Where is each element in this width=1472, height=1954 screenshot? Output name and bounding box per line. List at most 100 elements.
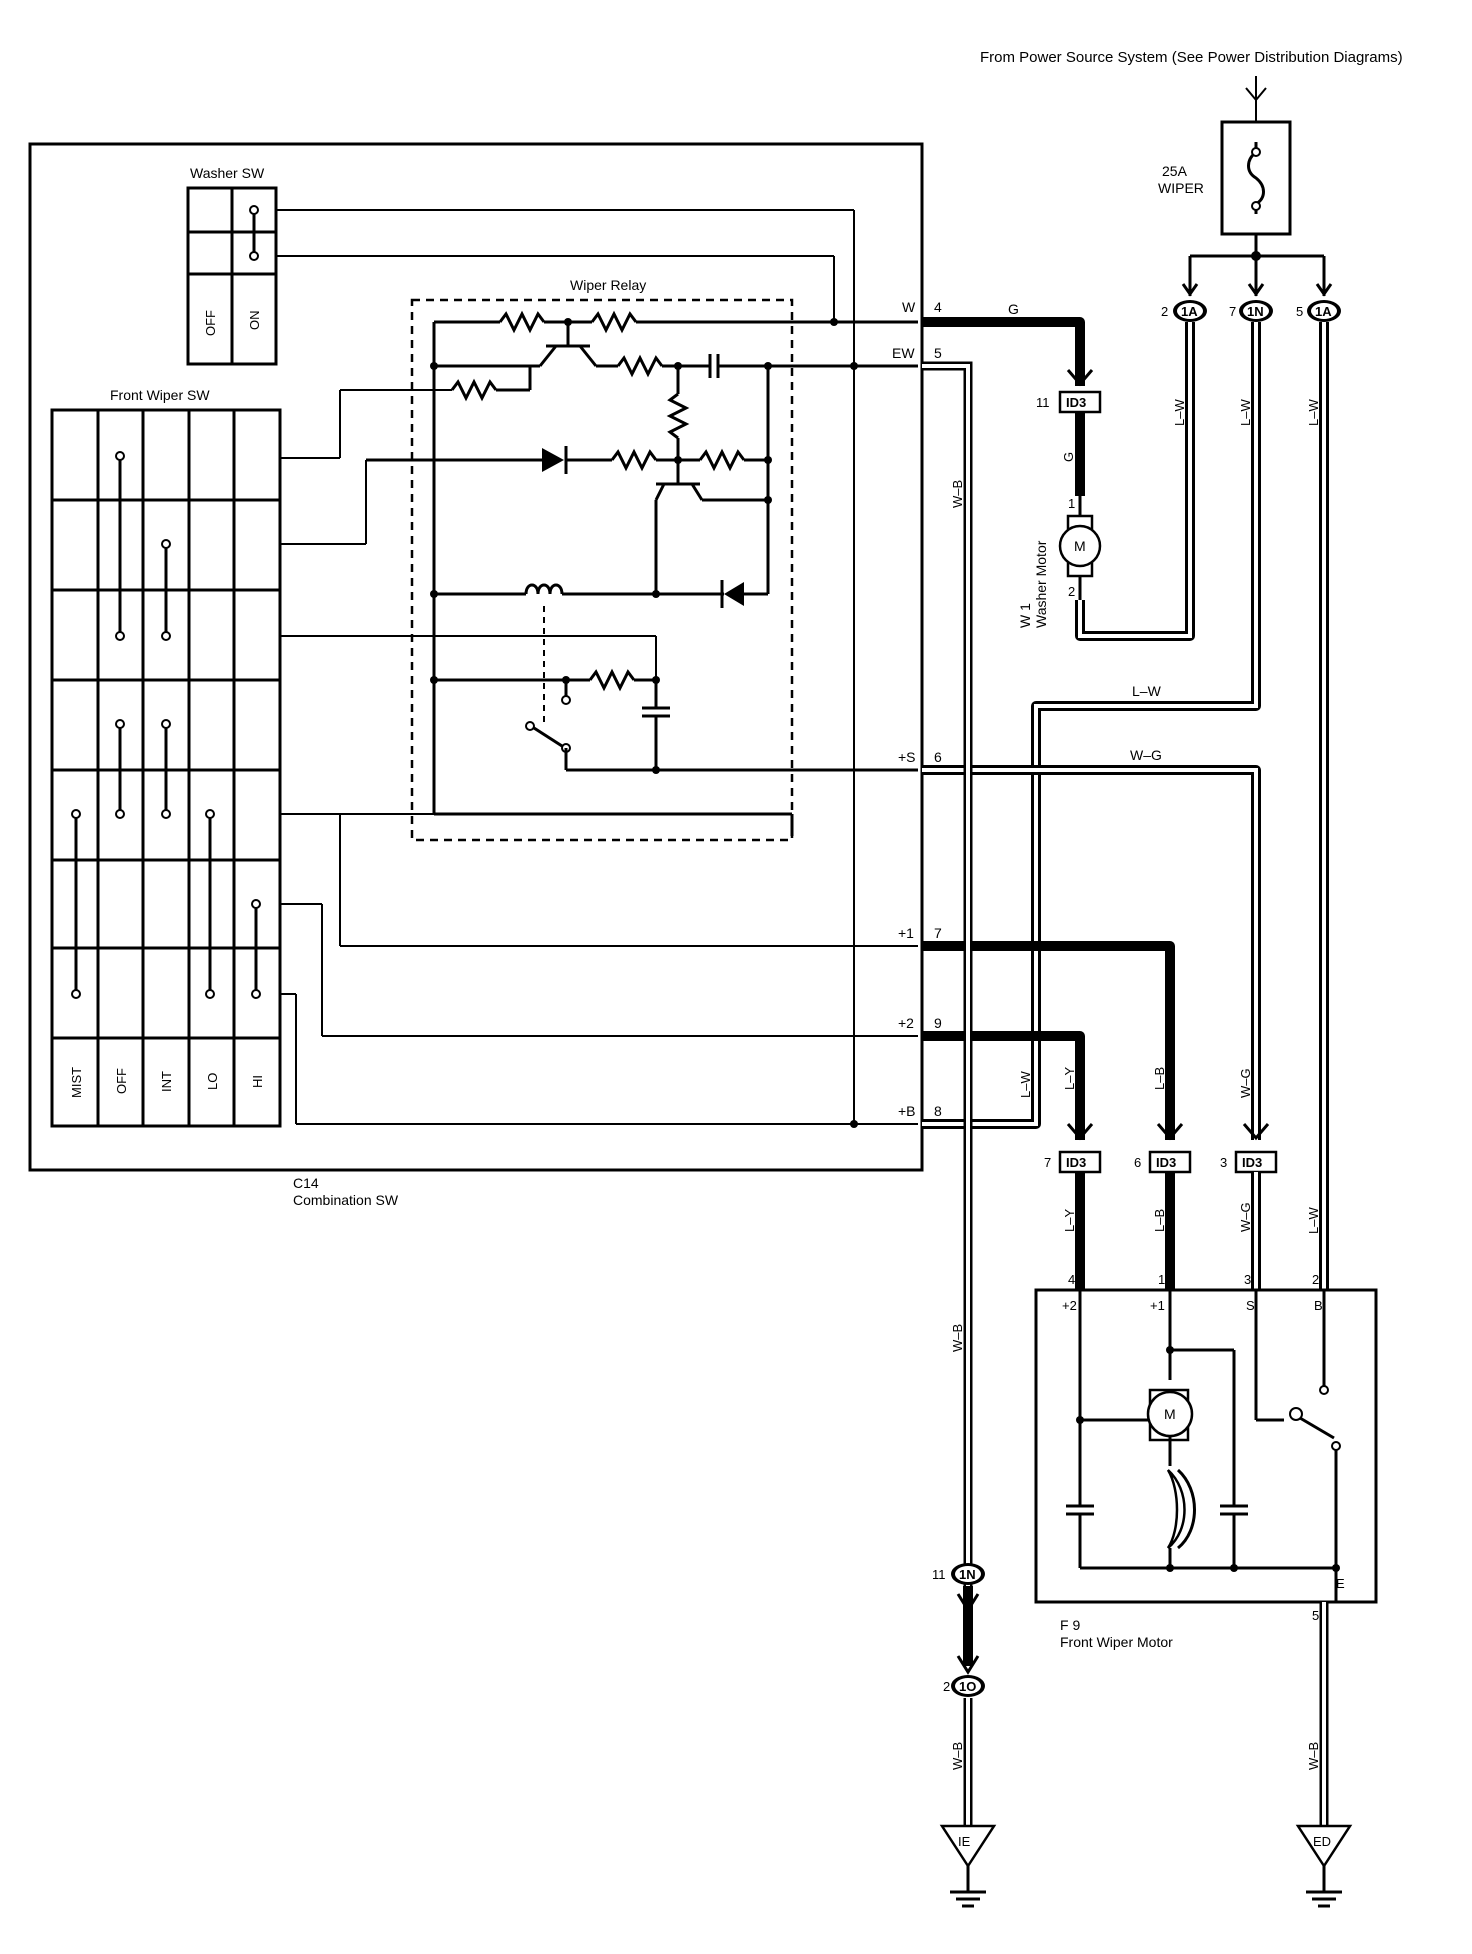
svg-text:11: 11	[1036, 395, 1050, 410]
terminal-B: +B 8	[898, 1103, 942, 1119]
wire-label-lw-3: L–W	[1132, 683, 1162, 699]
terminal-EW: EW 5	[892, 345, 942, 361]
svg-text:ED: ED	[1313, 1834, 1331, 1849]
svg-text:3: 3	[1244, 1272, 1251, 1287]
svg-text:8: 8	[934, 1103, 942, 1119]
svg-text:9: 9	[934, 1015, 942, 1031]
junction-connector-1N-bottom: 1N 11	[932, 1563, 985, 1585]
ground-IE: IE	[939, 1824, 997, 1908]
svg-text:7: 7	[934, 925, 942, 941]
junction-connector-1A-right: 1A 5	[1296, 300, 1341, 322]
front-wiper-sw-block: MIST OFF INT LO HI	[50, 408, 282, 1128]
fwm-terminal-1: +1	[1150, 1298, 1165, 1313]
terminal-1: +1 7	[898, 925, 942, 941]
svg-text:2: 2	[1312, 1272, 1319, 1287]
combination-switch-box	[28, 142, 924, 1172]
svg-text:ID3: ID3	[1066, 1155, 1086, 1170]
svg-text:1A: 1A	[1315, 304, 1332, 319]
terminal-2: +2 9	[898, 1015, 942, 1031]
combination-switch-code: C14	[293, 1175, 319, 1191]
svg-text:EW: EW	[892, 345, 915, 361]
wiper-relay-box	[410, 298, 794, 842]
svg-text:2: 2	[1068, 584, 1075, 599]
washer-motor-code: W 1	[1017, 603, 1033, 628]
wire-label-g-motor: G	[1061, 452, 1076, 462]
connector-id3-wg: ID3 3	[1220, 1150, 1278, 1174]
wiper-relay-title: Wiper Relay	[570, 277, 646, 293]
wire-label-lw-5: L–W	[1306, 399, 1321, 426]
washer-motor: 1 M 2	[1058, 496, 1102, 600]
front-wiper-motor-code: F 9	[1060, 1617, 1080, 1633]
wire-label-lb-1: L–B	[1152, 1067, 1167, 1090]
wiper-pos-mist: MIST	[69, 1067, 84, 1098]
junction-connector-1A-left: 1A 2	[1161, 300, 1207, 322]
svg-text:W: W	[902, 299, 916, 315]
junction-connector-1O: 1O 2	[943, 1675, 985, 1697]
svg-text:4: 4	[934, 299, 942, 315]
fwm-terminal-e: E	[1336, 1576, 1345, 1591]
fwm-terminal-s: S	[1246, 1298, 1255, 1313]
svg-text:1N: 1N	[959, 1567, 976, 1582]
wire-label-lb-2: L–B	[1152, 1209, 1167, 1232]
wire-label-lw-2: L–W	[1238, 399, 1253, 426]
wire-label-wb-4: W–B	[1306, 1742, 1321, 1770]
svg-text:+B: +B	[898, 1103, 916, 1119]
svg-text:5: 5	[1296, 304, 1303, 319]
washer-motor-icon: M	[1074, 538, 1086, 554]
svg-text:4: 4	[1068, 1272, 1075, 1287]
wire-label-lw-4: L–W	[1018, 1071, 1033, 1098]
wire-label-wb-1: W–B	[950, 480, 965, 508]
wire-label-lw-1: L–W	[1172, 399, 1187, 426]
svg-text:2: 2	[1161, 304, 1168, 319]
svg-text:7: 7	[1229, 304, 1236, 319]
wire-label-wg-1: W–G	[1130, 747, 1162, 763]
svg-text:5: 5	[934, 345, 942, 361]
wire-label-ly-1: L–Y	[1062, 1067, 1077, 1090]
front-wiper-sw-title: Front Wiper SW	[110, 387, 210, 403]
fuse-name: WIPER	[1158, 180, 1204, 196]
svg-text:1: 1	[1068, 496, 1075, 511]
svg-text:1O: 1O	[959, 1679, 976, 1694]
svg-text:11: 11	[932, 1567, 946, 1582]
wiper-pos-hi: HI	[250, 1075, 265, 1088]
wire-label-wg-2: W–G	[1238, 1068, 1253, 1098]
power-source-note: From Power Source System (See Power Dist…	[980, 49, 1403, 66]
terminal-S: +S 6	[898, 749, 942, 765]
connector-id3-lb: ID3 6	[1134, 1150, 1192, 1174]
wire-label-wg-3: W–G	[1238, 1202, 1253, 1232]
washer-sw-block: OFF ON	[186, 186, 278, 366]
fwm-terminal-b: B	[1314, 1298, 1323, 1313]
svg-text:6: 6	[934, 749, 942, 765]
wiper-relay-circuit	[280, 310, 918, 836]
svg-text:3: 3	[1220, 1155, 1227, 1170]
wire-label-lw-6: L–W	[1306, 1207, 1321, 1234]
svg-text:+1: +1	[898, 925, 914, 941]
combination-switch-name: Combination SW	[293, 1192, 399, 1208]
wire-label-g-top: G	[1008, 301, 1019, 317]
svg-text:IE: IE	[958, 1834, 971, 1849]
washer-motor-name: Washer Motor	[1033, 540, 1049, 628]
svg-text:ID3: ID3	[1156, 1155, 1176, 1170]
svg-text:5: 5	[1312, 1608, 1319, 1623]
terminal-W: W 4	[902, 299, 942, 315]
svg-text:ID3: ID3	[1066, 395, 1086, 410]
svg-text:1A: 1A	[1181, 304, 1198, 319]
svg-text:+2: +2	[898, 1015, 914, 1031]
wiper-pos-int: INT	[159, 1071, 174, 1092]
ground-ED: ED	[1295, 1824, 1353, 1908]
front-wiper-motor-name: Front Wiper Motor	[1060, 1634, 1173, 1650]
svg-text:2: 2	[943, 1679, 950, 1694]
wire-label-wb-2: W–B	[950, 1324, 965, 1352]
wiper-pos-lo: LO	[205, 1073, 220, 1090]
washer-pos-on: ON	[247, 311, 262, 331]
washer-pos-off: OFF	[203, 310, 218, 336]
svg-text:1N: 1N	[1247, 304, 1264, 319]
wire-label-wb-3: W–B	[950, 1742, 965, 1770]
connector-id3-washer: ID3 11	[1036, 390, 1102, 414]
front-wiper-motor-box	[1034, 1288, 1378, 1604]
svg-text:7: 7	[1044, 1155, 1051, 1170]
front-wiper-motor-circuit: M	[1066, 1290, 1341, 1602]
wire-label-ly-2: L–Y	[1062, 1209, 1077, 1232]
svg-text:6: 6	[1134, 1155, 1141, 1170]
